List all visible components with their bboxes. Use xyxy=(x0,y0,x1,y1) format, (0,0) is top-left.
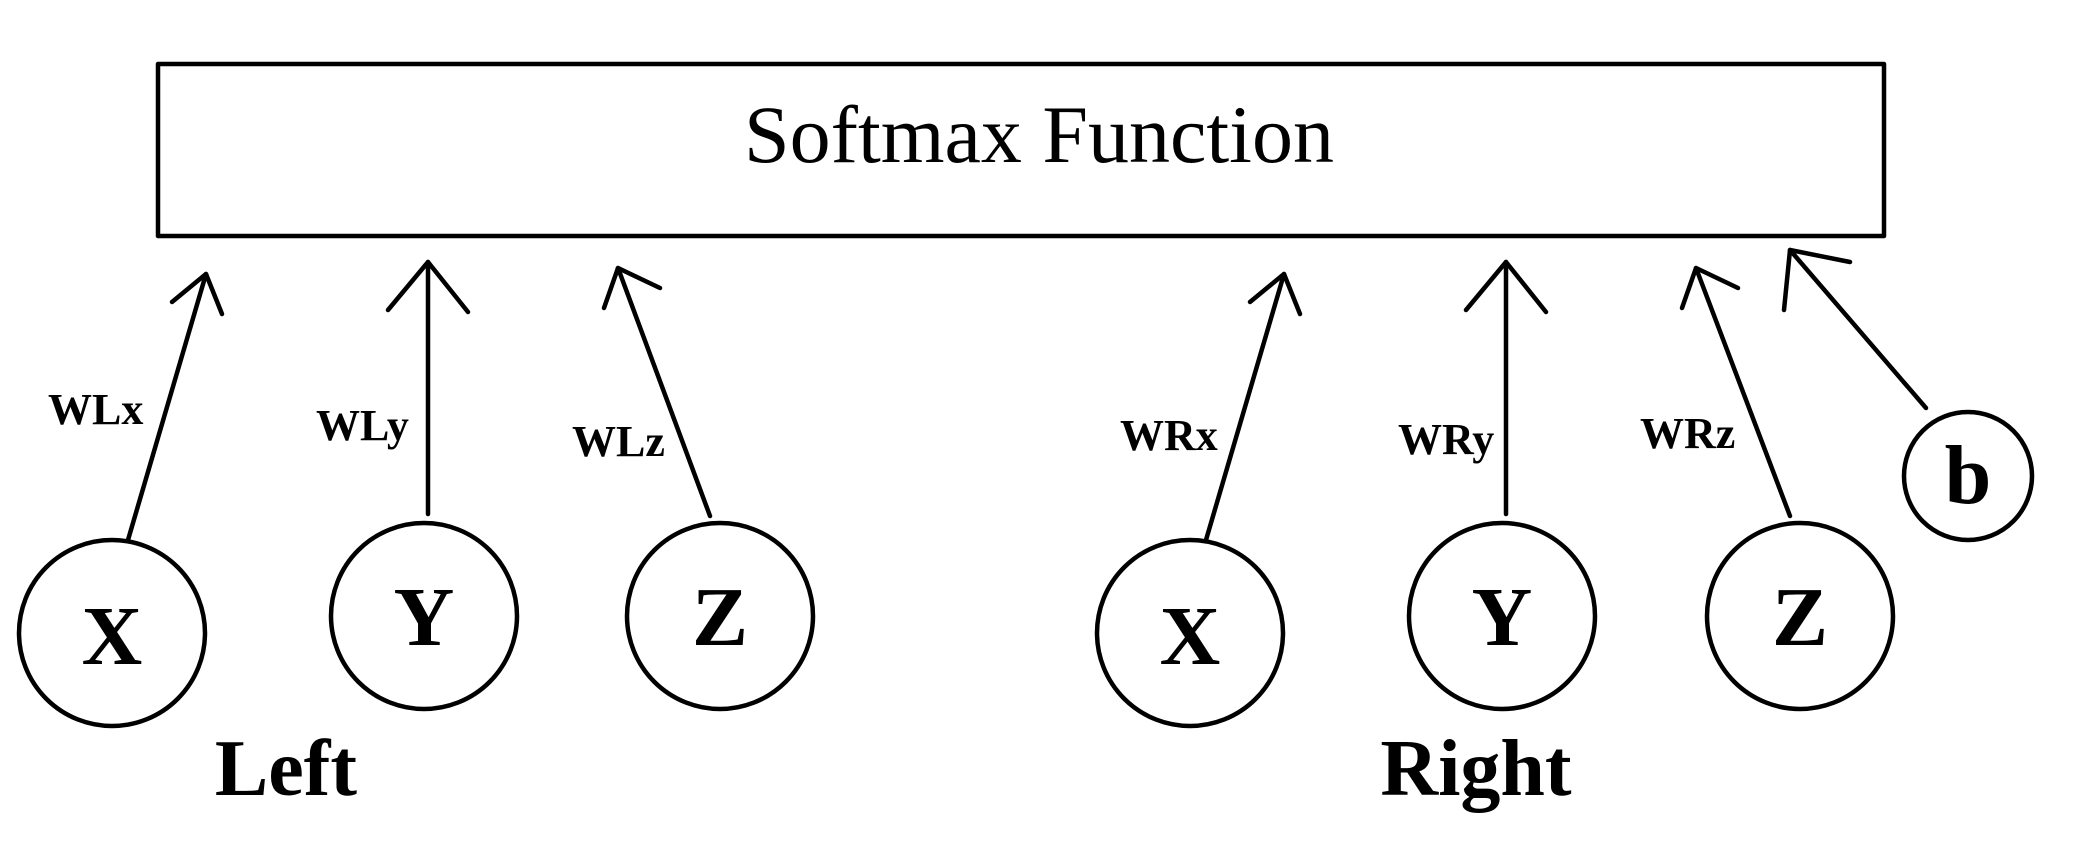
left-node-z-label: Z xyxy=(692,571,748,664)
left-weight-y: WLy xyxy=(316,401,409,450)
softmax-box-frame xyxy=(155,61,1887,239)
left-node-y-label: Y xyxy=(394,571,455,664)
left-x-arrow-shaft xyxy=(125,271,209,543)
left-z-arrow-head xyxy=(601,265,663,311)
left-weight-x: WLx xyxy=(48,385,143,434)
left-node-z-circle xyxy=(624,520,816,712)
left-node-x-label: X xyxy=(82,590,143,683)
right-node-z: Z WRz xyxy=(1640,265,1896,712)
bias-node: b xyxy=(1781,247,2035,543)
right-x-arrow-shaft xyxy=(1203,271,1287,543)
left-weight-z: WLz xyxy=(572,417,665,466)
bias-node-circle xyxy=(1901,409,2035,543)
left-node-x-circle xyxy=(16,537,208,729)
left-y-arrow-head xyxy=(385,259,471,315)
right-group: X WRx Y WRy Z WRz Right xyxy=(1094,259,1896,813)
right-node-x-circle xyxy=(1094,537,1286,729)
right-node-y-label: Y xyxy=(1472,571,1533,664)
bias-node-label: b xyxy=(1945,429,1992,522)
right-node-y-circle xyxy=(1406,520,1598,712)
right-node-y: Y WRy xyxy=(1398,259,1598,712)
softmax-box-title: Softmax Function xyxy=(744,89,1334,180)
right-node-x-label: X xyxy=(1160,590,1221,683)
right-node-x: X WRx xyxy=(1094,271,1303,729)
bias-arrow-shaft xyxy=(1787,247,1929,411)
right-group-label: Right xyxy=(1380,725,1571,813)
left-node-x: X WLx xyxy=(16,271,225,729)
right-node-z-circle xyxy=(1704,520,1896,712)
left-node-y: Y WLy xyxy=(316,259,520,712)
right-weight-x: WRx xyxy=(1120,411,1218,460)
right-z-arrow-head xyxy=(1679,265,1741,311)
bias-arrow-head xyxy=(1781,247,1853,313)
left-node-y-circle xyxy=(328,520,520,712)
right-y-arrow-head xyxy=(1463,259,1549,315)
left-x-arrow-head xyxy=(169,271,225,317)
right-weight-y: WRy xyxy=(1398,415,1494,464)
right-weight-z: WRz xyxy=(1640,409,1735,458)
right-node-z-label: Z xyxy=(1772,571,1828,664)
left-z-arrow-shaft xyxy=(615,265,713,519)
left-group: X WLx Y WLy Z WLz Left xyxy=(16,259,816,813)
left-node-z: Z WLz xyxy=(572,265,816,712)
right-z-arrow-shaft xyxy=(1693,265,1793,519)
right-x-arrow-head xyxy=(1247,271,1303,317)
left-group-label: Left xyxy=(215,725,358,813)
softmax-box: Softmax Function xyxy=(155,61,1887,239)
